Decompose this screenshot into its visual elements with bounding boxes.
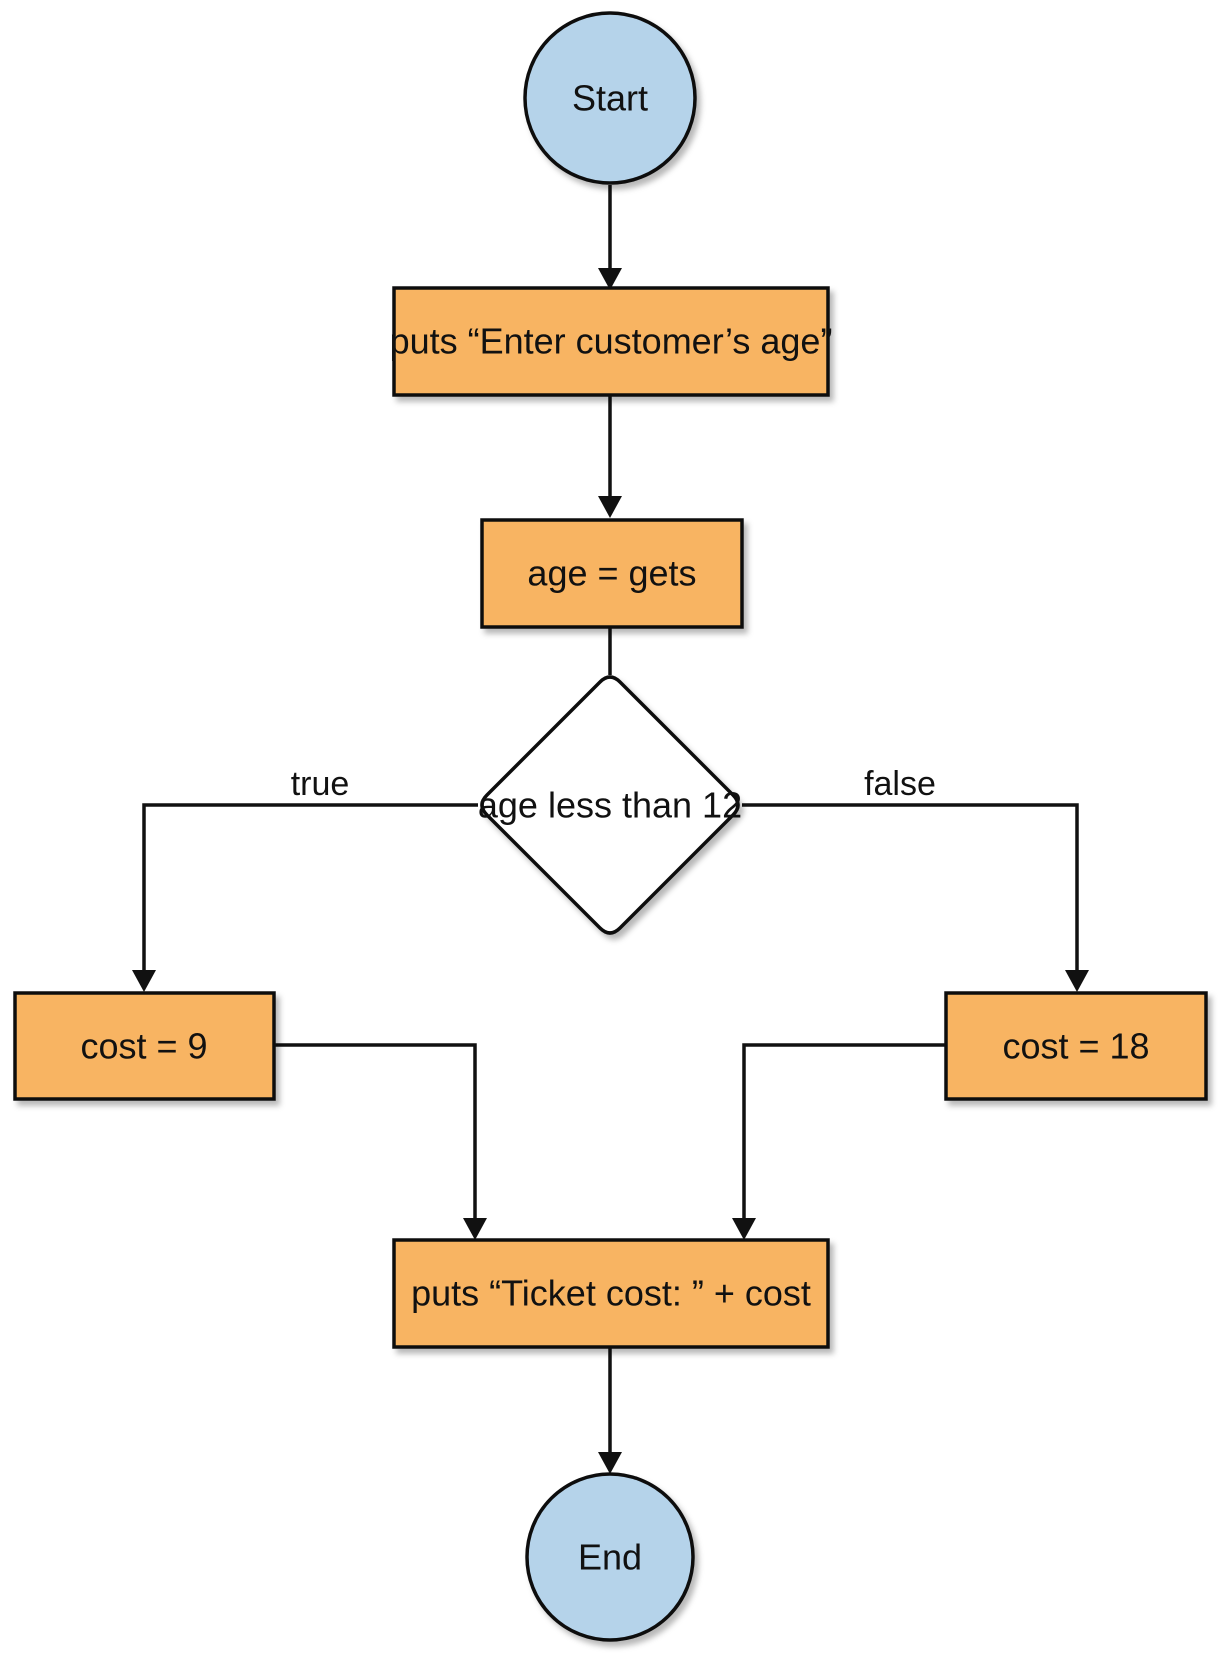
- output-node: puts “Ticket cost: ” + cost: [392, 1238, 830, 1349]
- read-age-box: [480, 518, 744, 629]
- prompt-node: puts “Enter customer’s age”: [390, 286, 833, 397]
- decision-diamond: [480, 675, 740, 935]
- edge-label-true: true: [291, 765, 350, 803]
- cost-child-label: cost = 9: [80, 1026, 207, 1067]
- prompt-box: [392, 286, 830, 397]
- read-age-label: age = gets: [527, 553, 696, 594]
- edge-decision-false: [742, 803, 1079, 972]
- arrowhead-cost-adult: [1065, 970, 1089, 992]
- end-label: End: [578, 1537, 642, 1578]
- output-label: puts “Ticket cost: ” + cost: [411, 1273, 811, 1314]
- end-node: End: [525, 1472, 695, 1642]
- decision-node: age less than 12: [478, 675, 742, 935]
- arrowhead-read-age: [598, 496, 622, 518]
- edge-cost-adult-to-output: [742, 1043, 946, 1218]
- cost-child-node: cost = 9: [13, 991, 276, 1101]
- arrowhead-end: [598, 1452, 622, 1474]
- edge-decision-true: [142, 803, 478, 972]
- end-circle: [525, 1472, 695, 1642]
- edge-label-false: false: [864, 765, 936, 803]
- edge-cost-child-to-output: [274, 1043, 477, 1218]
- start-label: Start: [572, 78, 648, 119]
- cost-adult-box: [944, 991, 1208, 1101]
- cost-adult-node: cost = 18: [944, 991, 1208, 1101]
- arrowhead-output-right: [732, 1218, 756, 1240]
- cost-child-box: [13, 991, 276, 1101]
- output-box: [392, 1238, 830, 1349]
- start-circle: [523, 11, 697, 185]
- arrowhead-cost-child: [132, 970, 156, 992]
- arrowhead-output-left: [463, 1218, 487, 1240]
- cost-adult-label: cost = 18: [1002, 1026, 1149, 1067]
- prompt-label: puts “Enter customer’s age”: [390, 321, 833, 362]
- arrowhead-prompt: [598, 268, 622, 290]
- read-age-node: age = gets: [480, 518, 744, 629]
- decision-label: age less than 12: [478, 785, 742, 826]
- start-node: Start: [523, 11, 697, 185]
